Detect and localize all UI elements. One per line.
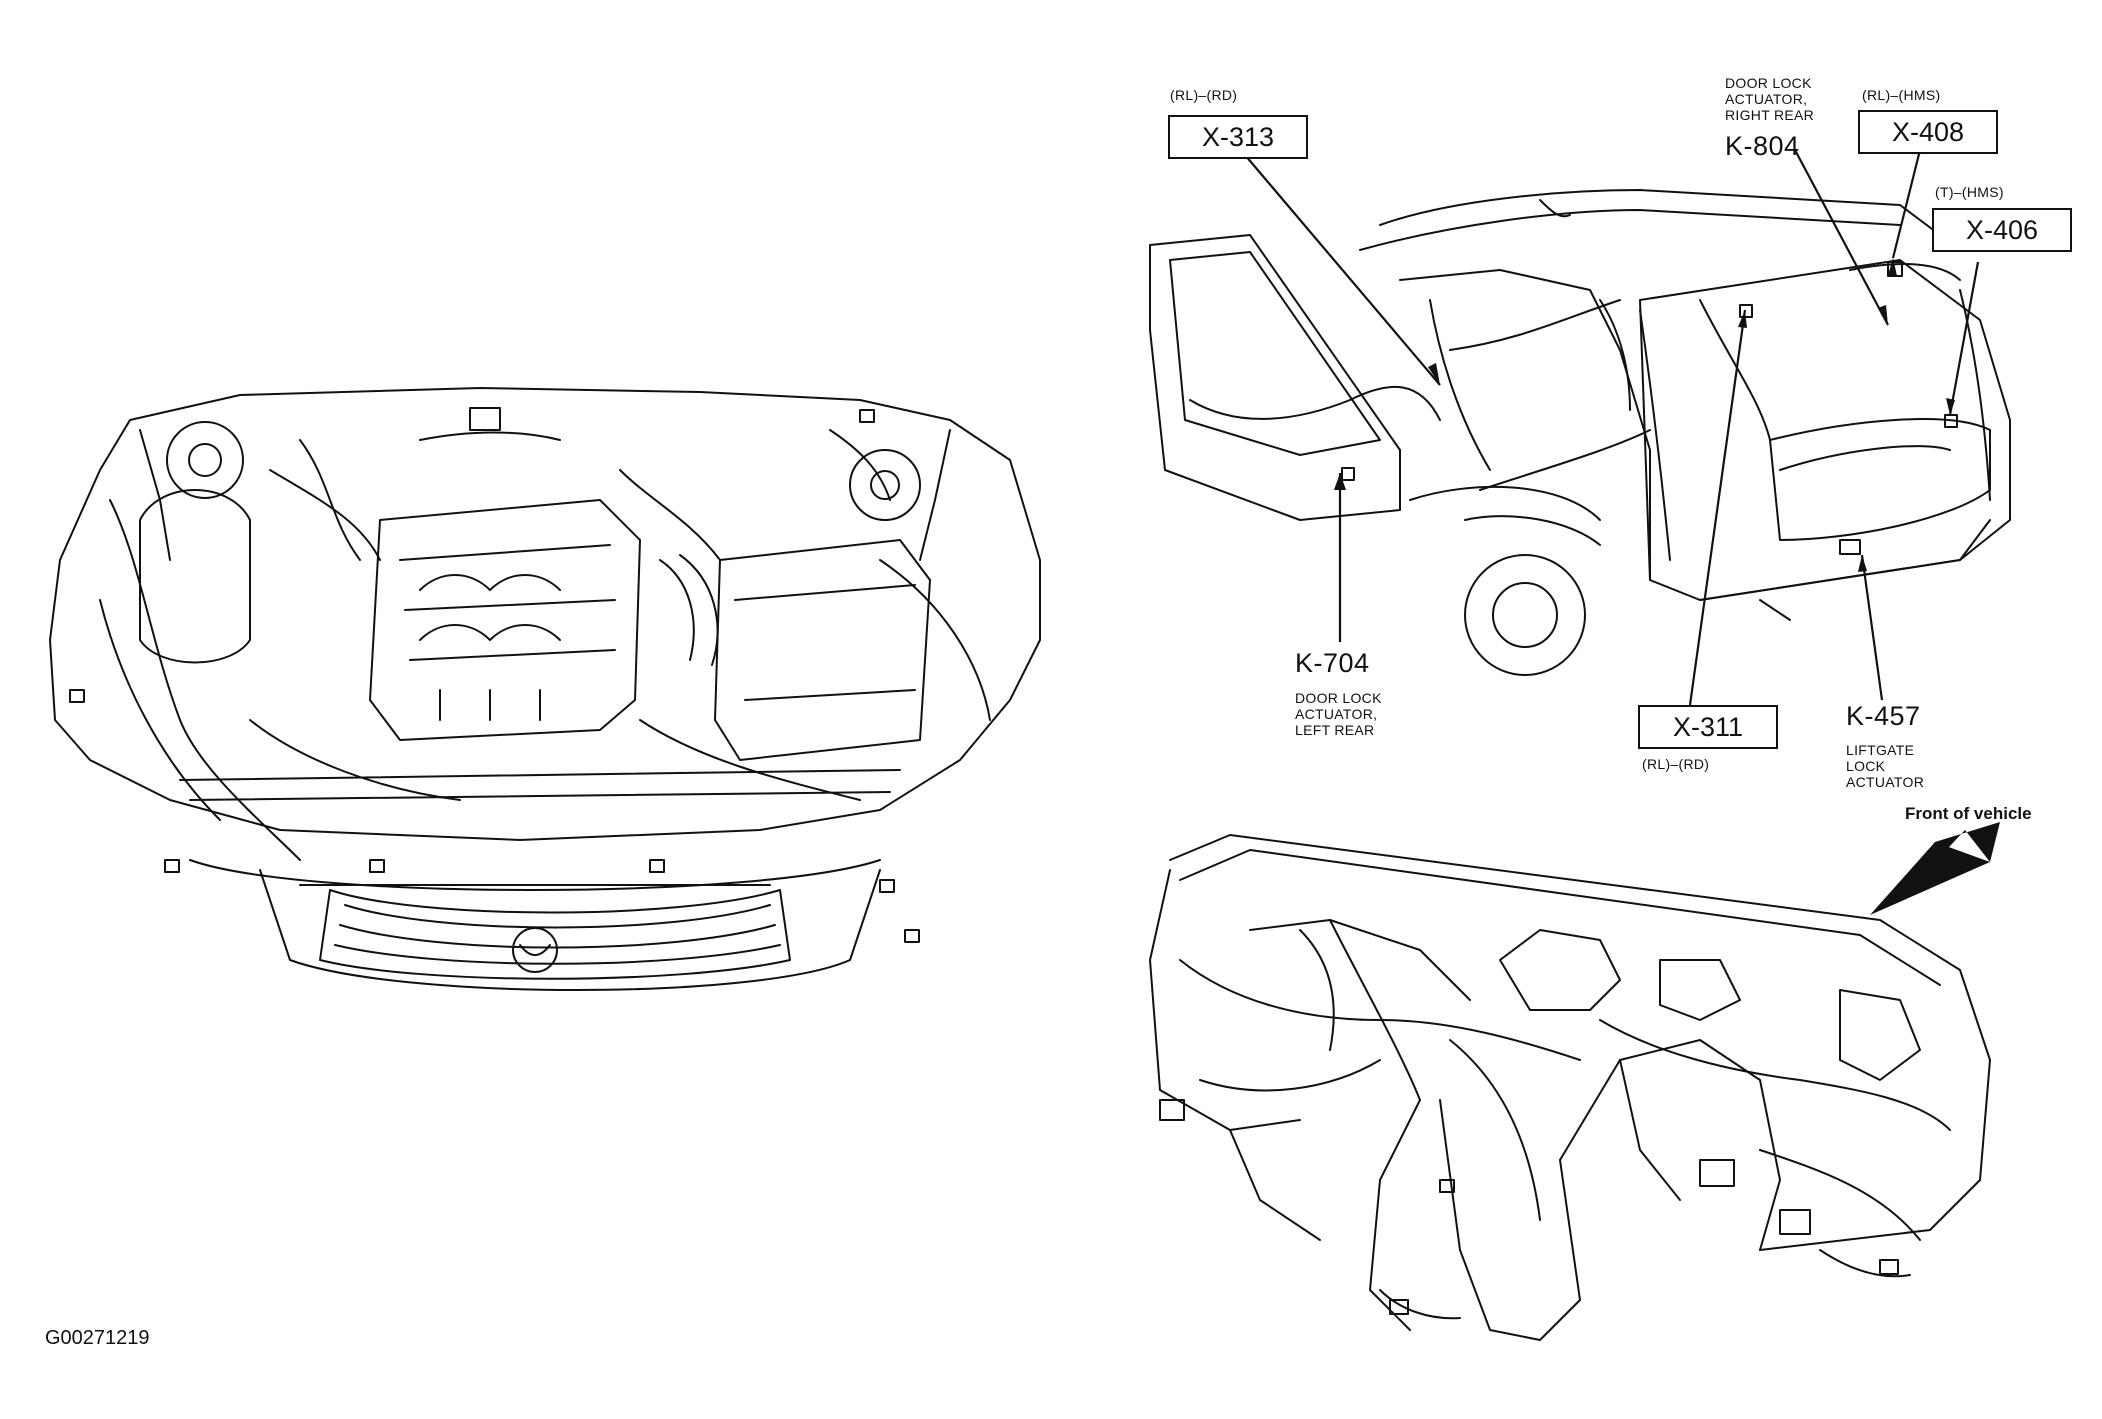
k804-desc-line: ACTUATOR, — [1725, 91, 1808, 108]
x311-suffix: (RL)–(RD) — [1642, 756, 1710, 772]
figure-id: G00271219 — [45, 1327, 150, 1349]
front-of-vehicle-label: Front of vehicle — [1905, 804, 2032, 823]
front-of-vehicle-arrow — [1920, 822, 2000, 878]
k704-code: K-704 — [1295, 648, 1370, 678]
k804-desc-line: DOOR LOCK — [1725, 75, 1812, 91]
x406-code: X-406 — [1965, 214, 2039, 245]
x406-suffix: (T)–(HMS) — [1935, 184, 2004, 200]
k704-description: DOOR LOCK ACTUATOR, LEFT REAR — [1295, 690, 1382, 738]
k804-desc-line: RIGHT REAR — [1725, 107, 1815, 124]
x406-box: X-406 — [1932, 208, 2072, 252]
k457-desc-line: LOCK — [1846, 758, 1886, 775]
x408-box: X-408 — [1858, 110, 1998, 154]
x311-code: X-311 — [1672, 711, 1744, 742]
k457-desc-line: LIFTGATE — [1846, 742, 1915, 758]
x313-box: X-313 — [1168, 115, 1308, 159]
k804-code: K-804 — [1725, 131, 1800, 161]
x408-code: X-408 — [1891, 116, 1965, 147]
k704-desc-line: DOOR LOCK — [1295, 690, 1382, 706]
x313-suffix: (RL)–(RD) — [1170, 87, 1238, 103]
k457-desc-line: ACTUATOR — [1846, 774, 1925, 791]
x408-suffix: (RL)–(HMS) — [1862, 87, 1941, 103]
k704-desc-line: ACTUATOR, — [1295, 706, 1378, 723]
x313-code: X-313 — [1201, 121, 1275, 152]
k804-description: DOOR LOCK ACTUATOR, RIGHT REAR — [1725, 75, 1814, 123]
k704-desc-line: LEFT REAR — [1295, 722, 1375, 739]
k457-code: K-457 — [1846, 701, 1921, 731]
x311-box: X-311 — [1638, 705, 1778, 749]
k457-description: LIFTGATE LOCK ACTUATOR — [1846, 742, 1924, 790]
